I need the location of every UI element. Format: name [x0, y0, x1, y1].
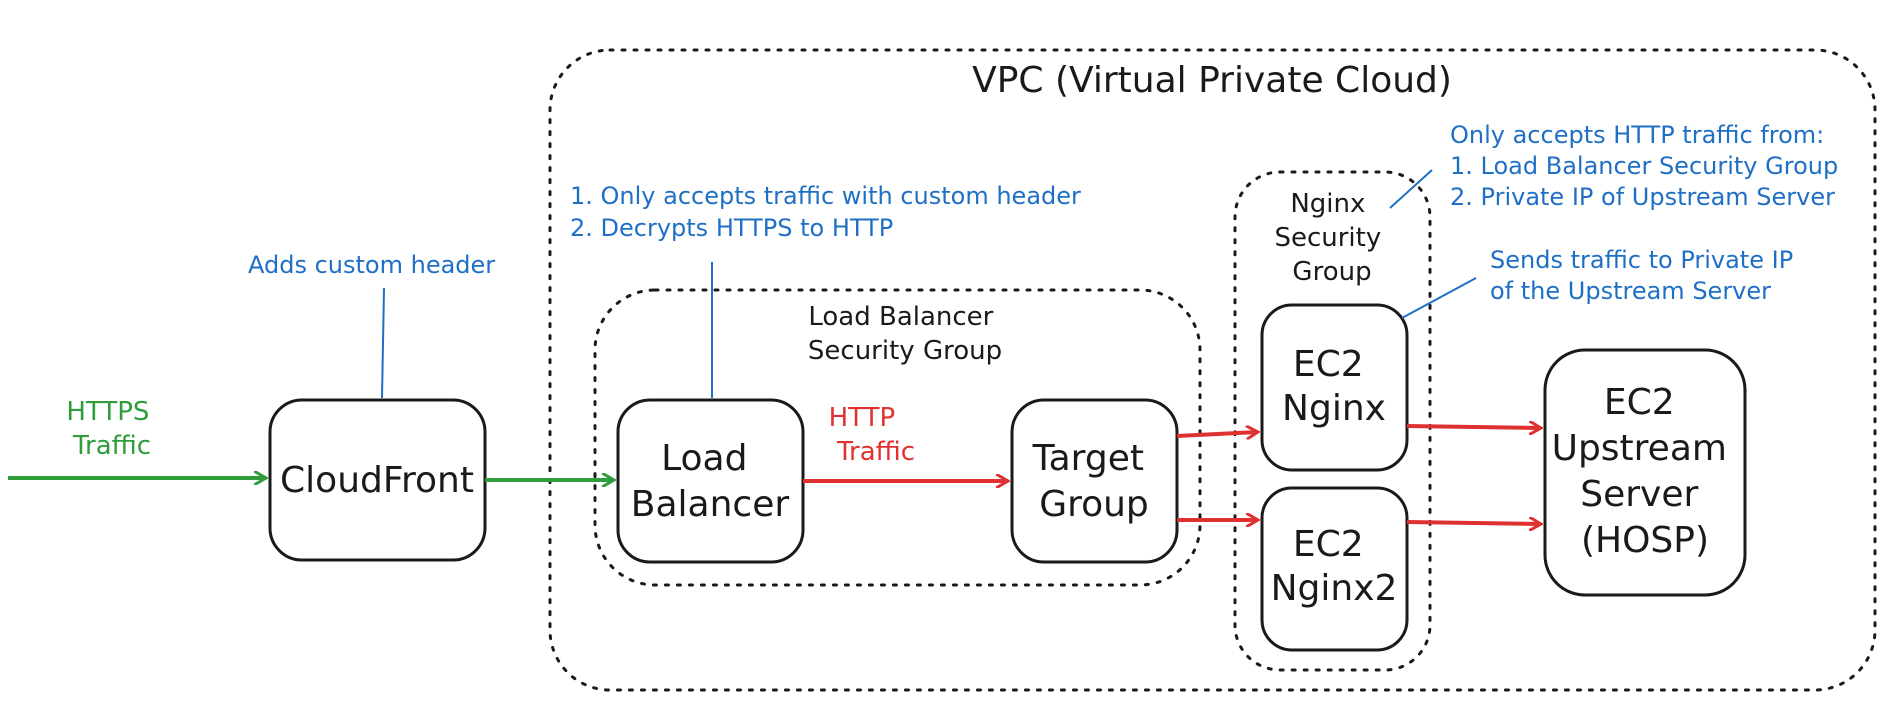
target-group-label: Target Group	[1032, 438, 1156, 525]
nginx-sg-note-leader	[1389, 169, 1433, 209]
upstream-server-label: EC2 Upstream Server (HOSP)	[1552, 382, 1739, 561]
load-balancer-node[interactable]: Load Balancer	[616, 398, 805, 564]
ec2-nginx-note-leader	[1401, 277, 1477, 319]
vpc-title: VPC (Virtual Private Cloud)	[972, 60, 1452, 101]
cloudfront-node[interactable]: CloudFront	[268, 398, 487, 562]
lb-security-group	[593, 288, 1202, 587]
ec2-nginx2-node[interactable]: EC2 Nginx2	[1260, 486, 1409, 652]
vpc-boundary	[548, 48, 1877, 692]
cloudfront-note: Adds custom header	[248, 251, 495, 279]
ec2-nginx-label: EC2 Nginx	[1282, 344, 1386, 429]
ec2-nginx2-label: EC2 Nginx2	[1271, 524, 1398, 609]
ec2-nginx-note: Sends traffic to Private IP of the Upstr…	[1490, 246, 1801, 305]
https-traffic-label: HTTPS Traffic	[66, 397, 157, 461]
svg-text:CloudFront: CloudFront	[280, 460, 474, 501]
nginx-security-group	[1233, 170, 1432, 672]
lb-security-group-label: Load Balancer Security Group	[808, 302, 1002, 366]
load-balancer-label: Load Balancer	[631, 438, 790, 525]
http-edge-nginx2-to-upstream	[1406, 522, 1541, 524]
http-traffic-label: HTTP Traffic	[829, 403, 915, 467]
nginx-sg-note: Only accepts HTTP traffic from: 1. Load …	[1450, 121, 1846, 211]
http-edge-target-to-nginx	[1176, 432, 1258, 436]
cloudfront-label: CloudFront	[280, 460, 474, 501]
lb-note: 1. Only accepts traffic with custom head…	[570, 182, 1089, 242]
cloudfront-note-leader	[381, 287, 385, 399]
target-group-node[interactable]: Target Group	[1010, 398, 1179, 564]
upstream-server-node[interactable]: EC2 Upstream Server (HOSP)	[1543, 348, 1747, 597]
ec2-nginx-node[interactable]: EC2 Nginx	[1260, 303, 1409, 472]
http-edge-nginx-to-upstream	[1406, 426, 1541, 428]
nginx-security-group-label: Nginx Security Group	[1274, 189, 1389, 287]
